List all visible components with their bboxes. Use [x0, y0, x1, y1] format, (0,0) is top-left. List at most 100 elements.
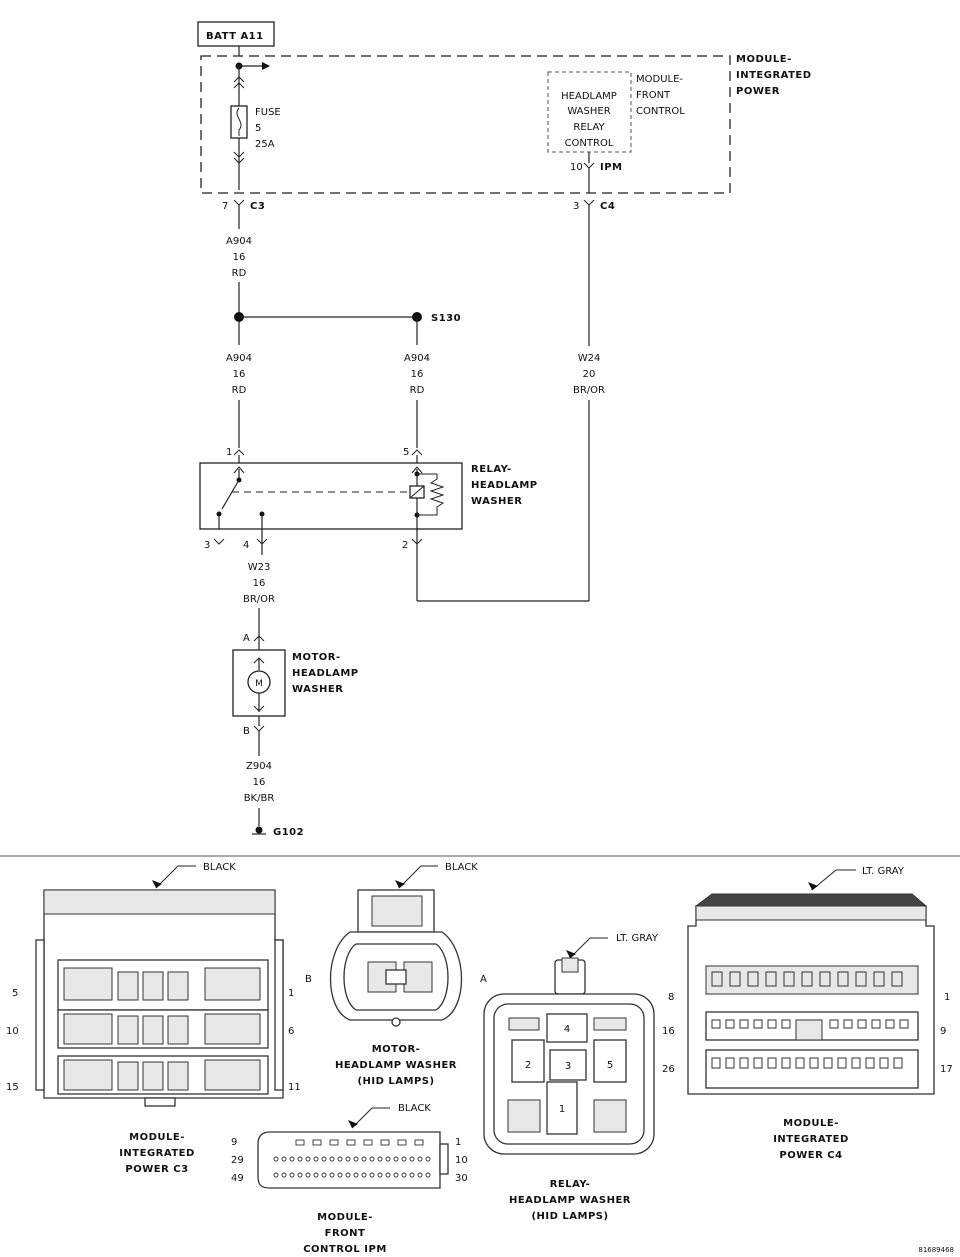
c4-label: C4: [600, 201, 615, 212]
svg-text:BK/BR: BK/BR: [244, 793, 275, 804]
svg-text:16: 16: [253, 578, 266, 589]
svg-text:POWER: POWER: [736, 86, 780, 97]
svg-text:HEADLAMP: HEADLAMP: [292, 668, 359, 679]
svg-text:MODULE-: MODULE-: [317, 1212, 373, 1223]
batt-label: BATT A11: [206, 31, 264, 42]
svg-text:RD: RD: [232, 268, 247, 279]
svg-text:MODULE-: MODULE-: [636, 74, 683, 85]
svg-text:49: 49: [231, 1173, 244, 1184]
motor-pin-b-symbol: [253, 725, 265, 732]
svg-text:HEADLAMP: HEADLAMP: [561, 91, 617, 102]
svg-text:30: 30: [455, 1173, 468, 1184]
svg-text:FRONT: FRONT: [325, 1228, 366, 1239]
batt-label-box: [197, 21, 275, 47]
svg-text:3: 3: [565, 1061, 571, 1072]
wire-a904-right-label: A904 16 RD: [404, 353, 430, 396]
svg-text:CONTROL IPM: CONTROL IPM: [303, 1244, 387, 1255]
c3-connector: [35, 865, 284, 1107]
motor-connector-color: BLACK: [445, 862, 478, 873]
svg-text:1: 1: [288, 988, 294, 999]
c3-pin-number: 7: [222, 201, 228, 212]
ipm-pin-number: 10: [570, 162, 583, 173]
svg-text:20: 20: [583, 369, 596, 380]
motor-pin-a: A: [243, 633, 250, 644]
svg-text:RD: RD: [410, 385, 425, 396]
motor-connector: [330, 865, 462, 1027]
fuse-label: FUSE 5 25A: [255, 107, 281, 150]
motor-connector-pin-b: B: [305, 974, 312, 985]
svg-text:POWER C3: POWER C3: [125, 1164, 188, 1175]
figure-id: 81689468: [918, 1246, 954, 1254]
relay-pin-2: 2: [402, 540, 408, 551]
svg-text:MOTOR-: MOTOR-: [372, 1044, 421, 1055]
ipm-module-boundary: [200, 55, 731, 194]
fcm-connector-title: MODULE- FRONT CONTROL IPM: [303, 1212, 387, 1255]
svg-text:FRONT: FRONT: [636, 90, 671, 101]
svg-text:8: 8: [668, 992, 674, 1003]
relay-pin-1-symbol: [233, 449, 245, 456]
svg-text:15: 15: [6, 1082, 19, 1093]
c3-pin-numbers: 5 10 15 1 6 11: [6, 988, 301, 1093]
relay-pin-5-symbol: [411, 449, 423, 456]
svg-text:10: 10: [455, 1155, 468, 1166]
svg-text:INTEGRATED: INTEGRATED: [119, 1148, 195, 1159]
fcm-pin-numbers: 9 29 49 1 10 30: [231, 1137, 468, 1184]
relay-connector: [483, 937, 655, 1155]
c4-title: MODULE- INTEGRATED POWER C4: [773, 1118, 848, 1161]
c4-color-label: LT. GRAY: [862, 866, 905, 877]
svg-text:W23: W23: [248, 562, 271, 573]
svg-text:5: 5: [607, 1060, 613, 1071]
svg-text:1: 1: [455, 1137, 461, 1148]
c4-pin-number: 3: [573, 201, 579, 212]
svg-text:16: 16: [411, 369, 424, 380]
ipm-pin-symbol: [583, 162, 595, 169]
motor-symbol: [247, 657, 271, 712]
svg-text:11: 11: [288, 1082, 301, 1093]
svg-text:MODULE-: MODULE-: [783, 1118, 839, 1129]
relay-connector-title: RELAY- HEADLAMP WASHER (HID LAMPS): [509, 1179, 631, 1222]
wire-w24-label: W24 20 BR/OR: [573, 353, 605, 396]
c4-pin-symbol: [583, 199, 595, 206]
fuse-circuit: [230, 62, 270, 190]
svg-text:HEADLAMP WASHER: HEADLAMP WASHER: [335, 1060, 457, 1071]
svg-text:CONTROL: CONTROL: [636, 106, 685, 117]
svg-text:10: 10: [6, 1026, 19, 1037]
svg-text:26: 26: [662, 1064, 675, 1075]
svg-text:Z904: Z904: [246, 761, 272, 772]
c4-pin-numbers: 8 16 26 1 9 17: [662, 992, 953, 1075]
svg-text:16: 16: [233, 252, 246, 263]
wire-w23-label: W23 16 BR/OR: [243, 562, 275, 605]
front-control-label: MODULE- FRONT CONTROL: [636, 74, 685, 117]
motor-symbol-letter: M: [255, 679, 263, 689]
motor-connector-pin-a: A: [480, 974, 487, 985]
svg-text:4: 4: [564, 1024, 570, 1035]
svg-text:HEADLAMP WASHER: HEADLAMP WASHER: [509, 1195, 631, 1206]
relay-pin-1: 1: [226, 447, 232, 458]
motor-label: MOTOR- HEADLAMP WASHER: [292, 652, 359, 695]
svg-text:POWER C4: POWER C4: [779, 1150, 842, 1161]
relay-label: RELAY- HEADLAMP WASHER: [471, 464, 537, 507]
svg-text:WASHER: WASHER: [471, 496, 522, 507]
relay-connector-color: LT. GRAY: [616, 933, 659, 944]
svg-text:MODULE-: MODULE-: [129, 1132, 185, 1143]
svg-text:BR/OR: BR/OR: [243, 594, 275, 605]
svg-text:2: 2: [525, 1060, 531, 1071]
svg-text:RD: RD: [232, 385, 247, 396]
svg-text:9: 9: [940, 1026, 946, 1037]
wire-a904-left-label: A904 16 RD: [226, 353, 252, 396]
relay-control-label: HEADLAMP WASHER RELAY CONTROL: [561, 91, 617, 149]
svg-text:17: 17: [940, 1064, 953, 1075]
svg-text:WASHER: WASHER: [567, 106, 610, 117]
ipm-pin-label: IPM: [600, 162, 623, 173]
c3-pin-symbol: [233, 199, 245, 206]
svg-text:CONTROL: CONTROL: [565, 138, 614, 149]
splice-label: S130: [431, 313, 461, 324]
svg-text:9: 9: [231, 1137, 237, 1148]
relay-pin-5: 5: [403, 447, 409, 458]
svg-text:INTEGRATED: INTEGRATED: [736, 70, 812, 81]
ground-icon: [252, 826, 266, 835]
svg-text:RELAY-: RELAY-: [471, 464, 512, 475]
svg-text:MOTOR-: MOTOR-: [292, 652, 341, 663]
svg-text:BR/OR: BR/OR: [573, 385, 605, 396]
